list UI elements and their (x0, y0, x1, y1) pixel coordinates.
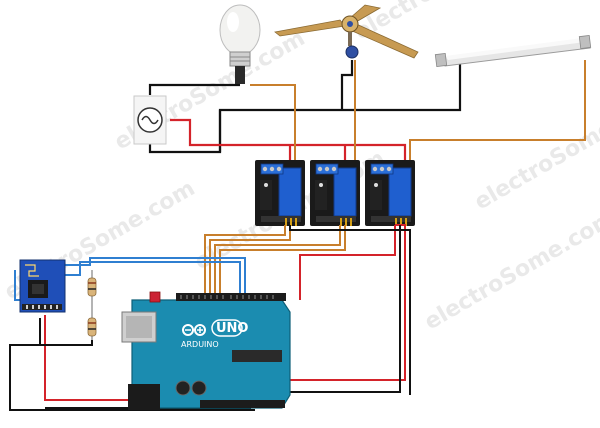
watermark-text: electroSome.com (421, 206, 600, 335)
load-wire (250, 60, 586, 160)
relay-module (365, 160, 415, 226)
bulb-icon (219, 4, 261, 84)
arduino-uno-board: UNO ARDUINO (121, 291, 291, 410)
tube-light-icon (434, 34, 592, 68)
uno-logo-text: UNO (216, 321, 249, 336)
relay-bank (255, 160, 415, 226)
uno-logo-frame (211, 319, 243, 337)
arduino-brand-text: ARDUINO (181, 340, 219, 349)
reset-button (149, 291, 161, 303)
watermark-text: electroSome.com (471, 86, 600, 215)
power-jack (128, 384, 160, 410)
power-analog-header (200, 400, 285, 408)
atmega-chip (232, 350, 282, 362)
ac-live-wire (170, 118, 407, 160)
relay-signal-wire (204, 225, 346, 295)
relay-module (310, 160, 360, 226)
ceiling-fan-icon (274, 4, 419, 59)
wifi-module-icon (19, 259, 66, 313)
ac-source-icon (133, 95, 167, 145)
relay-module (255, 160, 305, 226)
resistor-icon (40, 270, 97, 346)
